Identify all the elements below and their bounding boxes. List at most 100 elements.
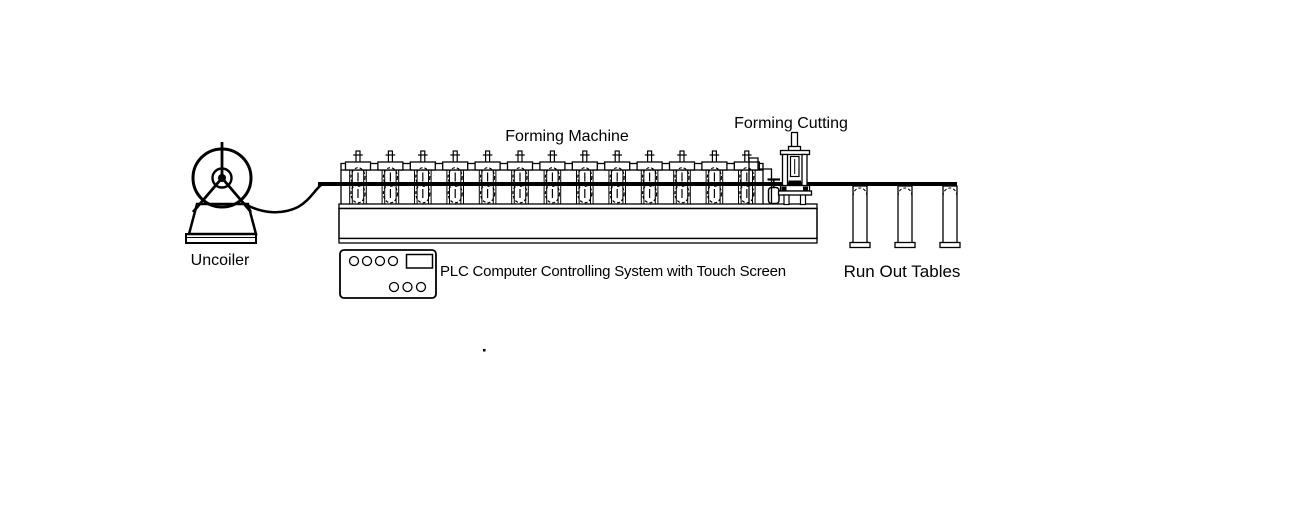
- panel-button: [415, 281, 427, 293]
- strip-curve-from-uncoiler: [242, 184, 322, 214]
- leg-body: [942, 185, 958, 244]
- stand-cap: [377, 161, 404, 171]
- leg-body: [897, 185, 913, 244]
- outfeed-step-bracket: [748, 157, 773, 204]
- upper-roller: [512, 167, 528, 187]
- stand-bolt: [614, 150, 620, 164]
- leg-foot: [939, 241, 961, 249]
- stray-dot: [483, 349, 486, 352]
- stand-bolt: [549, 150, 556, 164]
- roller-stand: [474, 150, 501, 205]
- roller-stand: [733, 150, 760, 205]
- cutter-left-column: [781, 153, 789, 188]
- lower-roller: [544, 183, 561, 204]
- stand-bolt: [517, 150, 523, 164]
- lower-roller: [382, 183, 398, 204]
- upper-roller: [447, 167, 463, 187]
- uncoiler-hub: [211, 167, 233, 189]
- stand-cap: [442, 161, 469, 171]
- lower-roller: [480, 183, 496, 204]
- stand-bolt: [711, 150, 718, 164]
- roller-stand: [442, 150, 469, 205]
- panel-button: [361, 255, 373, 267]
- plc-panel-buttons: [348, 255, 427, 293]
- upper-roller: [609, 167, 625, 187]
- roller-stand: [409, 150, 436, 205]
- plc-control-panel: [339, 249, 437, 299]
- cutter-bolt-left: [781, 186, 787, 191]
- upper-roller: [415, 167, 431, 187]
- roller-stands: [344, 150, 760, 205]
- stand-cap: [701, 161, 728, 171]
- lower-roller: [415, 183, 431, 204]
- panel-button: [402, 281, 413, 293]
- leg-foot: [849, 241, 871, 249]
- stand-cap: [636, 161, 663, 171]
- valve-body: [767, 186, 780, 205]
- forming-machine-base: [338, 203, 818, 244]
- upper-roller: [577, 167, 593, 187]
- panel-button: [348, 255, 360, 267]
- uncoiler-spokes: [191, 142, 253, 213]
- stand-cap: [344, 161, 372, 171]
- uncoiler-hub-center: [218, 174, 226, 182]
- lower-roller: [674, 183, 690, 204]
- cutter-lower-plate: [777, 190, 813, 196]
- upper-roller: [544, 167, 561, 187]
- uncoiler-label: Uncoiler: [190, 252, 250, 269]
- roller-stand: [506, 150, 534, 205]
- stand-cap: [474, 161, 501, 171]
- stand-cap: [506, 161, 534, 171]
- cutter-piston-rod: [790, 131, 799, 149]
- roller-stand: [668, 150, 696, 205]
- stand-bolt: [679, 150, 685, 164]
- lower-roller: [350, 183, 366, 204]
- roller-stand: [571, 150, 598, 205]
- stand-bolt: [646, 150, 653, 164]
- stand-bolt: [582, 150, 588, 164]
- panel-button: [388, 281, 400, 293]
- panel-button: [387, 255, 399, 267]
- lower-roller: [641, 183, 658, 204]
- upper-roller: [641, 167, 658, 187]
- roller-stand: [636, 150, 663, 205]
- run-out-table-leg: [939, 185, 961, 249]
- leg-roller-arc: [897, 187, 913, 197]
- stand-bolt: [744, 150, 750, 164]
- stand-bolt: [420, 150, 426, 164]
- steel-strip-line: [242, 182, 957, 214]
- lower-roller: [739, 183, 755, 204]
- cutter-top-plate: [779, 149, 811, 156]
- cutter-right-column: [801, 153, 808, 188]
- plc-panel-box: [339, 249, 437, 299]
- cutter-bolt-right: [803, 186, 808, 191]
- stand-bolt: [452, 150, 458, 164]
- lower-roller: [609, 183, 625, 204]
- stand-cap: [571, 161, 598, 171]
- uncoiler-drawing: [185, 142, 258, 244]
- upper-roller: [706, 167, 723, 187]
- stand-cap: [604, 161, 631, 171]
- roller-stand: [604, 150, 631, 205]
- stand-cap: [409, 161, 436, 171]
- panel-button: [374, 255, 386, 267]
- lower-roller: [577, 183, 593, 204]
- cutter-right-leg: [799, 194, 807, 206]
- upper-roller: [480, 167, 496, 187]
- uncoiler-base-trapezoid: [187, 202, 258, 236]
- stand-cap: [733, 161, 760, 171]
- stand-cap: [539, 161, 566, 171]
- run-out-table-leg: [894, 185, 916, 249]
- leg-foot: [894, 241, 916, 249]
- stand-cap: [668, 161, 696, 171]
- upper-roller: [382, 167, 398, 187]
- leg-body: [852, 185, 868, 244]
- run-out-tables-label: Run Out Tables: [843, 262, 961, 281]
- upper-roller: [350, 167, 366, 187]
- machine-base-box: [338, 207, 818, 240]
- roller-stand: [701, 150, 728, 205]
- upper-roller: [674, 167, 690, 187]
- run-out-table-leg: [849, 185, 871, 249]
